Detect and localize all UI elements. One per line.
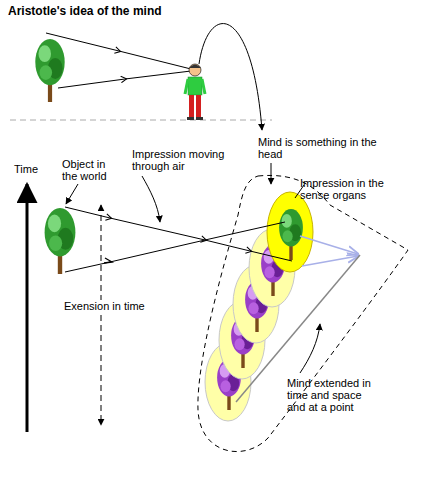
person-figure [185,64,205,120]
green-tree [35,39,64,102]
arrow-chevron [104,258,112,263]
time-axis [26,184,29,432]
green-tree [279,209,303,260]
annotation-label: Object in the world [62,158,118,182]
leader-arrow [271,163,272,184]
leader-arrow [66,184,78,204]
annotation-label: Time [14,163,38,175]
hair [189,65,201,69]
shirt [188,77,202,95]
leader-arrow [142,176,160,222]
annotation-label: Exension in time [64,300,145,312]
diagram-title: Aristotle's idea of the mind [8,4,162,18]
annotation-label: Mind is something in the head [258,136,384,160]
annotation-label: Mind extended in time and space and at a… [287,377,377,413]
leg [196,95,201,118]
impression-ray [65,222,285,272]
green-tree [45,208,76,274]
sight-line [58,71,191,88]
ground-line [10,120,272,121]
arm [202,79,205,94]
leg [189,95,194,118]
impression-ray [65,207,292,261]
convergence-line [302,256,358,266]
arm [185,79,188,94]
pointer-arrow [199,24,262,130]
convergence-line [300,236,358,254]
impression-ellipse [267,192,313,272]
sight-line [46,33,191,69]
mind-outline [198,175,408,451]
leader-arrow [300,324,320,373]
extension-line [101,205,102,425]
annotation-label: Impression moving through air [132,148,236,172]
shoe [187,117,194,120]
shoe [196,117,203,120]
annotation-label: Impression in the sense organs [300,177,396,201]
head [189,64,201,76]
